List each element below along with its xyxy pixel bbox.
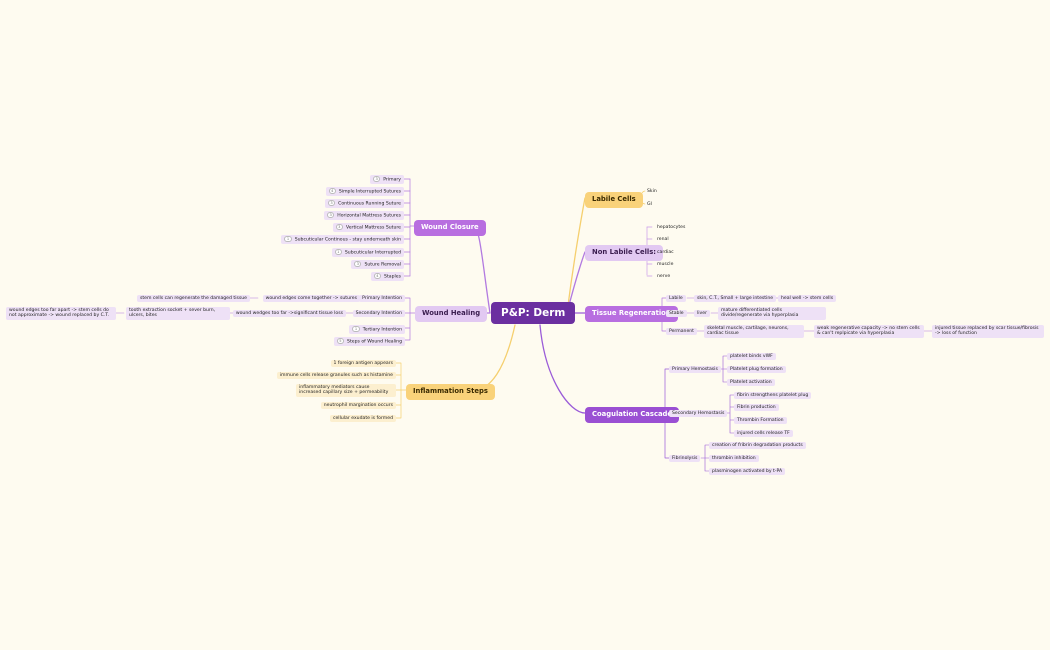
non-labile-child[interactable]: nerve bbox=[657, 274, 671, 279]
primary-hemostasis-child[interactable]: Platelet activation bbox=[727, 379, 775, 387]
tissue-permanent-result[interactable]: weak regenerative capacity -> no stem ce… bbox=[814, 325, 924, 338]
inflammation-step[interactable]: cellular exudate is formed bbox=[329, 415, 396, 423]
primary-hemostasis-child[interactable]: Platelet plug formation bbox=[727, 366, 786, 374]
primary-hemostasis-child[interactable]: platelet binds vWF bbox=[727, 353, 776, 361]
tissue-labile-result[interactable]: heal well -> stem cells bbox=[778, 295, 837, 303]
tissue-regeneration-node[interactable]: Tissue Regeneration bbox=[585, 306, 678, 322]
non-labile-child[interactable]: muscle bbox=[657, 262, 674, 267]
secondary-hemostasis[interactable]: Secondary Hemostasis bbox=[669, 410, 728, 418]
secondary-intention[interactable]: Secondary Intention bbox=[352, 310, 405, 318]
collapsed-count-badge[interactable]: 3 bbox=[327, 200, 336, 207]
labile-cells-node[interactable]: Labile Cells bbox=[585, 192, 643, 208]
secondary-hemostasis-child[interactable]: injured cells release TF bbox=[734, 430, 793, 438]
primary-intention-desc2[interactable]: stem cells can regenerate the damaged ti… bbox=[136, 295, 250, 303]
secondary-intention-desc3[interactable]: wound edges too far apart -> stem cells … bbox=[6, 307, 116, 320]
fibrinolysis-child[interactable]: thrombin inhibition bbox=[709, 455, 759, 463]
secondary-hemostasis-child[interactable]: Thrombin Formation bbox=[734, 417, 787, 425]
tissue-permanent[interactable]: Permanent bbox=[666, 328, 697, 336]
inflammation-step[interactable]: neutrophil margination occurs bbox=[320, 402, 396, 410]
inflammation-step[interactable]: immune cells release granules such as hi… bbox=[276, 372, 396, 380]
wound-healing-node[interactable]: Wound Healing bbox=[415, 306, 488, 322]
tissue-stable[interactable]: Stable bbox=[666, 310, 687, 318]
secondary-intention-desc[interactable]: wound wedges too far ->significant tissu… bbox=[232, 310, 346, 318]
tissue-permanent-desc[interactable]: skeletal muscle, cartilage, neurons, car… bbox=[704, 325, 804, 338]
collapsed-count-badge[interactable]: 1 bbox=[284, 236, 292, 243]
labile-child-skin[interactable]: Skin bbox=[647, 189, 657, 194]
collapsed-count-badge[interactable]: 5 bbox=[336, 338, 345, 345]
primary-hemostasis[interactable]: Primary Hemostasis bbox=[669, 366, 721, 374]
non-labile-child[interactable]: renal bbox=[657, 237, 669, 242]
collapsed-count-badge[interactable]: 4 bbox=[373, 273, 382, 280]
tissue-stable-desc[interactable]: liver bbox=[694, 310, 710, 318]
secondary-intention-desc2[interactable]: tooth extraction socket + sever burn, ul… bbox=[126, 307, 230, 320]
inflammation-step[interactable]: 1 foreign antigen appears bbox=[330, 360, 396, 368]
collapsed-count-badge[interactable]: 1 bbox=[352, 326, 360, 333]
primary-intention[interactable]: Primary Intention bbox=[359, 295, 405, 303]
primary-intention-desc[interactable]: wound edges come together -> sutures bbox=[262, 295, 360, 303]
non-labile-child[interactable]: cardiac bbox=[657, 250, 674, 255]
collapsed-count-badge[interactable]: 1 bbox=[334, 249, 342, 256]
tissue-permanent-result2[interactable]: injured tissue replaced by scar tissue/f… bbox=[932, 325, 1044, 338]
tissue-labile-desc[interactable]: skin, C.T., Small + large intestine bbox=[694, 295, 777, 303]
collapsed-count-badge[interactable]: 3 bbox=[335, 224, 343, 231]
collapsed-count-badge[interactable]: 3 bbox=[326, 212, 335, 219]
fibrinolysis[interactable]: Fibrinolysis bbox=[669, 455, 701, 463]
fibrinolysis-child[interactable]: creation of fribrin degradation products bbox=[709, 442, 806, 450]
coagulation-cascade-node[interactable]: Coagulation Cascade bbox=[585, 407, 680, 423]
root-node[interactable]: P&P: Derm bbox=[491, 302, 576, 325]
secondary-hemostasis-child[interactable]: fibrin strengthens platelet plug bbox=[734, 392, 812, 400]
non-labile-cells-node[interactable]: Non Labile Cells: bbox=[585, 245, 664, 261]
collapsed-count-badge[interactable]: 4 bbox=[328, 188, 336, 195]
labile-child-gi[interactable]: GI bbox=[647, 202, 652, 207]
non-labile-child[interactable]: hepatocytes bbox=[657, 225, 686, 230]
inflammation-steps-node[interactable]: Inflammation Steps bbox=[406, 384, 495, 400]
tissue-stable-result[interactable]: mature differentiated cells divide/regen… bbox=[718, 307, 826, 320]
inflammation-step[interactable]: inflammatory mediators cause increased c… bbox=[296, 384, 396, 397]
wound-closure-node[interactable]: Wound Closure bbox=[414, 220, 486, 236]
secondary-hemostasis-child[interactable]: Fibrin production bbox=[734, 404, 779, 412]
collapsed-count-badge[interactable]: 3 bbox=[354, 261, 362, 268]
fibrinolysis-child[interactable]: plasminogen activated by t-PA bbox=[709, 468, 786, 476]
collapsed-count-badge[interactable]: 3 bbox=[372, 176, 381, 183]
tissue-labile[interactable]: Labile bbox=[666, 295, 686, 303]
